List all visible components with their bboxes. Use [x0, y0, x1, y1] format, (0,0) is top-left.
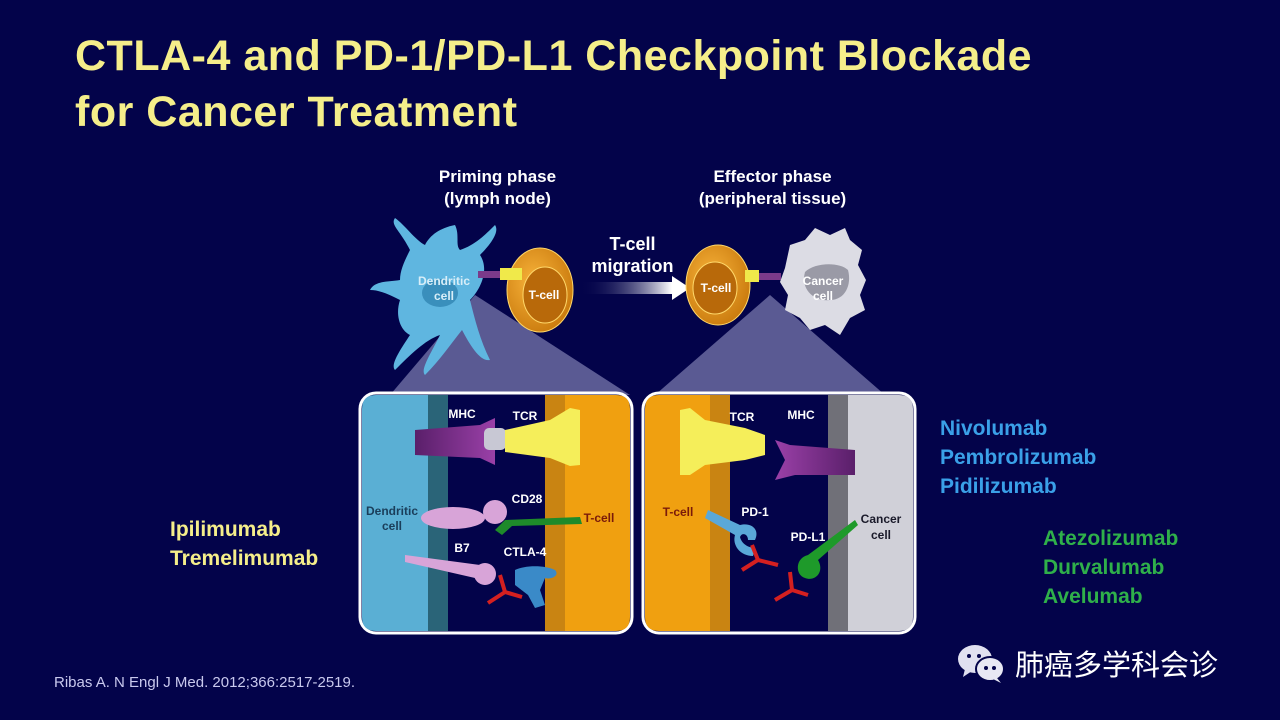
left-dendritic-label-2: cell — [382, 519, 402, 533]
right-tcell-label: T-cell — [663, 505, 694, 519]
pdl1-inhibitor-list: Atezolizumab Durvalumab Avelumab — [1043, 524, 1178, 611]
left-b7-label: B7 — [454, 541, 470, 555]
right-cancer-label-1: Cancer — [861, 512, 902, 526]
overview-tcell-label-effector: T-cell — [701, 281, 732, 295]
effector-phase-label: Effector phase (peripheral tissue) — [680, 166, 865, 210]
right-mhc-label: MHC — [787, 408, 815, 422]
ctla4-molecule — [515, 566, 557, 608]
tcell-migration-label: T-cell migration — [580, 233, 685, 277]
drug-pidilizumab: Pidilizumab — [940, 475, 1057, 498]
effector-phase-location: (peripheral tissue) — [698, 189, 847, 208]
right-tcr-label: TCR — [730, 410, 755, 424]
tcr-molecule-left — [505, 408, 580, 466]
wechat-icon — [958, 645, 1005, 683]
tcr-priming-icon — [500, 268, 522, 280]
drug-avelumab: Avelumab — [1043, 585, 1143, 608]
b7-cd28-molecule — [421, 507, 485, 529]
pd1-molecule — [705, 510, 757, 556]
anti-ctla4-antibody-icon — [486, 574, 523, 605]
pd1-inhibitor-list: Nivolumab Pembrolizumab Pidilizumab — [940, 414, 1096, 501]
tcell-effector-icon — [685, 244, 751, 326]
mhc-effector-icon — [759, 273, 781, 280]
tcr-effector-icon — [745, 270, 759, 282]
antigen-left — [484, 428, 506, 450]
overview-dendritic-label-1: Dendritic — [418, 274, 470, 288]
watermark-text: 肺癌多学科会诊 — [1015, 648, 1219, 682]
migration-line-1: T-cell — [609, 234, 656, 254]
right-cancer-label-2: cell — [871, 528, 891, 542]
overview-dendritic-label-2: cell — [434, 289, 454, 303]
migration-arrow-icon — [580, 276, 690, 300]
drug-durvalumab: Durvalumab — [1043, 556, 1165, 579]
overview-cancer-label-2: cell — [813, 289, 833, 303]
cancer-cell-icon — [780, 228, 866, 335]
zoom-triangle-right — [655, 295, 885, 395]
slide-title: CTLA-4 and PD-1/PD-L1 Checkpoint Blockad… — [75, 28, 1032, 140]
title-line-1: CTLA-4 and PD-1/PD-L1 Checkpoint Blockad… — [75, 32, 1033, 80]
pdl1-molecule — [797, 520, 858, 579]
left-tcr-label: TCR — [513, 409, 538, 423]
drug-pembrolizumab: Pembrolizumab — [940, 446, 1097, 469]
left-mhc-label: MHC — [448, 407, 476, 421]
anti-pdl1-antibody-icon — [773, 571, 809, 602]
migration-line-2: migration — [591, 256, 674, 276]
b7-molecule — [405, 555, 490, 585]
dendritic-cell-icon — [370, 218, 497, 375]
effector-phase-title: Effector phase — [713, 167, 832, 186]
ctla4-inhibitor-list: Ipilimumab Tremelimumab — [170, 515, 318, 573]
mhc-molecule-left — [415, 418, 495, 465]
right-pd1-label: PD-1 — [741, 505, 769, 519]
anti-pd1-antibody-icon — [740, 544, 779, 572]
priming-phase-label: Priming phase (lymph node) — [420, 166, 575, 210]
drug-atezolizumab: Atezolizumab — [1043, 527, 1179, 550]
right-pdl1-label: PD-L1 — [791, 530, 826, 544]
overview-tcell-label-priming: T-cell — [529, 288, 560, 302]
left-tcell-label: T-cell — [584, 511, 615, 525]
mhc-tcr-priming-icon — [478, 271, 500, 278]
title-line-2: for Cancer Treatment — [75, 88, 518, 136]
citation: Ribas A. N Engl J Med. 2012;366:2517-251… — [54, 674, 356, 691]
left-ctla4-label: CTLA-4 — [504, 545, 547, 559]
zoom-triangle-left — [390, 295, 630, 395]
ctla4-detail-panel — [358, 391, 634, 635]
cd28-molecule — [495, 517, 582, 535]
priming-phase-location: (lymph node) — [444, 189, 551, 208]
pd1-detail-panel — [641, 391, 917, 635]
mhc-molecule-right — [775, 440, 855, 480]
tcr-molecule-right — [680, 408, 765, 475]
watermark: 肺癌多学科会诊 — [955, 642, 1218, 684]
drug-nivolumab: Nivolumab — [940, 417, 1048, 440]
tcell-priming-icon — [506, 247, 574, 333]
left-cd28-label: CD28 — [512, 492, 543, 506]
drug-ipilimumab: Ipilimumab — [170, 518, 281, 541]
overview-cancer-label-1: Cancer — [803, 274, 844, 288]
priming-phase-title: Priming phase — [438, 167, 557, 186]
drug-tremelimumab: Tremelimumab — [170, 547, 319, 570]
left-dendritic-label-1: Dendritic — [366, 504, 418, 518]
